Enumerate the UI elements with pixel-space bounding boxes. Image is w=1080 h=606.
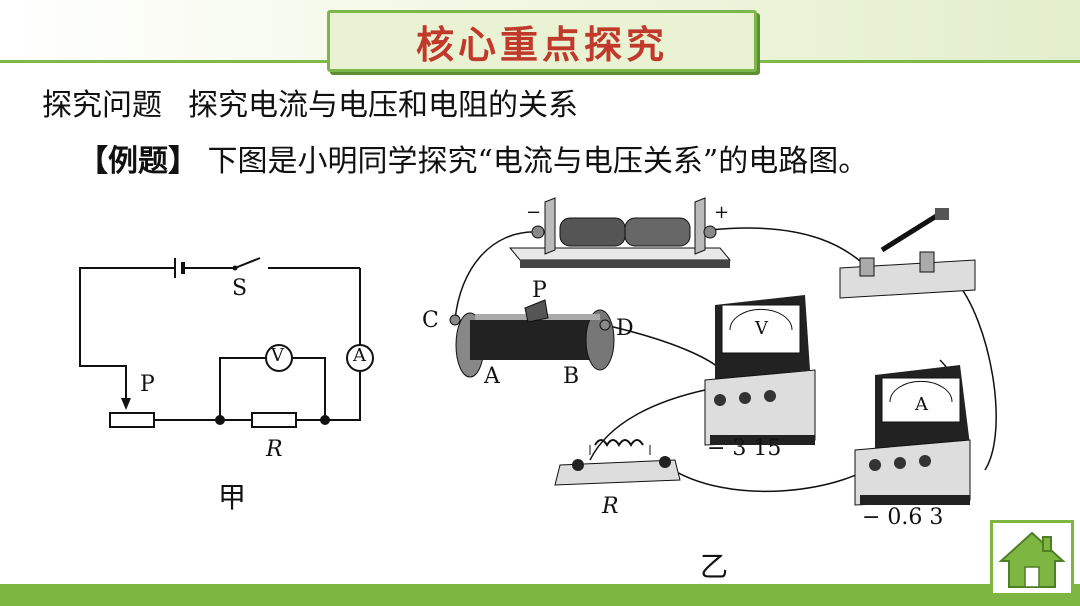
battery-plus-label: + (714, 202, 730, 223)
topic-label: 探究问题 (42, 88, 162, 123)
page-title: 核心重点探究 (415, 22, 668, 67)
rheostat-p-label: P (532, 278, 547, 303)
caption-jia: 甲 (218, 481, 247, 514)
apparatus-diagram (449, 197, 997, 506)
fixed-resistor-icon (554, 439, 681, 486)
example-label: 【例题】 (78, 144, 198, 179)
topic-text: 探究电流与电压和电阻的关系 (188, 88, 578, 123)
example-text: 下图是小明同学探究“电流与电压关系”的电路图。 (207, 144, 869, 179)
rheostat-b-label: B (563, 364, 580, 389)
voltmeter-label: V (271, 345, 284, 366)
knife-switch-icon (839, 208, 976, 299)
fixed-resistor-label: R (602, 494, 619, 519)
voltmeter-icon (704, 295, 816, 446)
topic-line: 探究问题探究电流与电压和电阻的关系 (42, 80, 578, 124)
ammeter-dial-label: A (915, 394, 928, 415)
battery-holder-icon (508, 197, 732, 268)
circuit-schematic (79, 257, 374, 428)
ammeter-icon (854, 365, 971, 506)
footer-bar (0, 584, 1080, 606)
example-line: 【例题】 下图是小明同学探究“电流与电压关系”的电路图。 (78, 136, 868, 180)
rheostat-d-label: D (616, 316, 634, 341)
switch-label: S (232, 276, 248, 301)
ammeter-terminals: − 0.6 3 (862, 505, 944, 530)
battery-minus-label: − (526, 202, 542, 223)
home-button[interactable] (990, 520, 1074, 596)
rheostat-icon (449, 299, 615, 378)
rheostat-a-label: A (484, 364, 500, 389)
slider-label: P (140, 372, 155, 397)
home-icon (998, 531, 1066, 588)
ammeter-label: A (353, 345, 366, 366)
resistor-label: R (266, 437, 283, 462)
voltmeter-terminals: − 3 15 (707, 436, 782, 461)
title-box: 核心重点探究 (327, 10, 757, 72)
rheostat-c-label: C (422, 308, 439, 333)
voltmeter-dial-label: V (755, 318, 768, 339)
caption-yi: 乙 (700, 550, 729, 583)
